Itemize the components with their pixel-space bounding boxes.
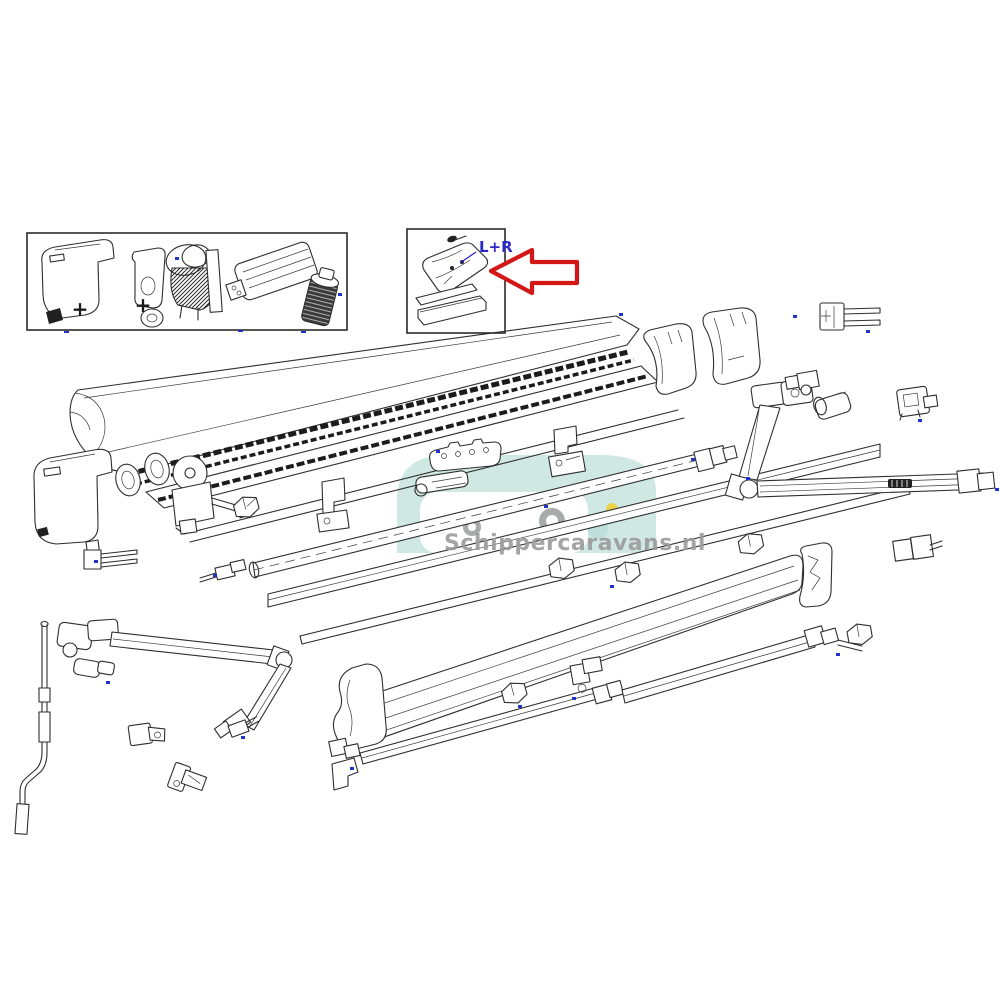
gear-motor-part bbox=[165, 244, 223, 321]
grease-cartridge-part bbox=[301, 267, 340, 327]
spring-arm-right bbox=[724, 377, 996, 501]
fabric-roll bbox=[267, 443, 911, 645]
lead-rail-end-cap-right bbox=[799, 542, 833, 608]
lr-label: L+R bbox=[479, 238, 513, 256]
inset-box-highlight: L+R bbox=[406, 228, 513, 334]
wall-mounting-bracket bbox=[819, 302, 881, 331]
control-box-part bbox=[225, 241, 318, 301]
crank-handle bbox=[14, 620, 51, 835]
bracket-right-edge bbox=[896, 385, 939, 421]
gear-hub bbox=[171, 455, 256, 535]
inset-box-motor-kit: + + bbox=[26, 232, 348, 331]
motor-adapter bbox=[414, 438, 502, 497]
double-bracket-right bbox=[892, 534, 943, 562]
spring-arm-left bbox=[56, 618, 293, 739]
brush-seal-strips bbox=[127, 349, 635, 486]
lead-rail-end-cap-left bbox=[332, 663, 387, 750]
wheel-hub bbox=[468, 523, 476, 531]
rafter-support-arm bbox=[328, 625, 863, 791]
end-cap-shells bbox=[643, 307, 761, 395]
plus-mark-2: + bbox=[135, 293, 152, 317]
clamp-bracket-part bbox=[131, 247, 166, 328]
mounting-bracket-prongs bbox=[83, 549, 138, 570]
reference-marks bbox=[64, 257, 999, 770]
watermark-text: Schippercaravans.nl bbox=[444, 531, 706, 556]
pulley-rings bbox=[115, 452, 170, 497]
mounting-clips bbox=[127, 496, 873, 792]
left-end-cap-assembly bbox=[33, 448, 113, 559]
gear-motor-small bbox=[784, 369, 852, 420]
lead-rail bbox=[354, 554, 804, 744]
highlight-arrow bbox=[488, 247, 580, 296]
left-end-cap-part bbox=[41, 239, 115, 324]
cover-strip-part bbox=[415, 283, 487, 326]
plus-mark-1: + bbox=[72, 297, 89, 321]
standing-bracket bbox=[569, 656, 603, 693]
clamp-and-tab-parts bbox=[316, 425, 587, 533]
roller-tube bbox=[199, 444, 738, 583]
label-leader-line bbox=[459, 251, 477, 264]
lead-rail-end-bracket-part bbox=[422, 235, 489, 294]
